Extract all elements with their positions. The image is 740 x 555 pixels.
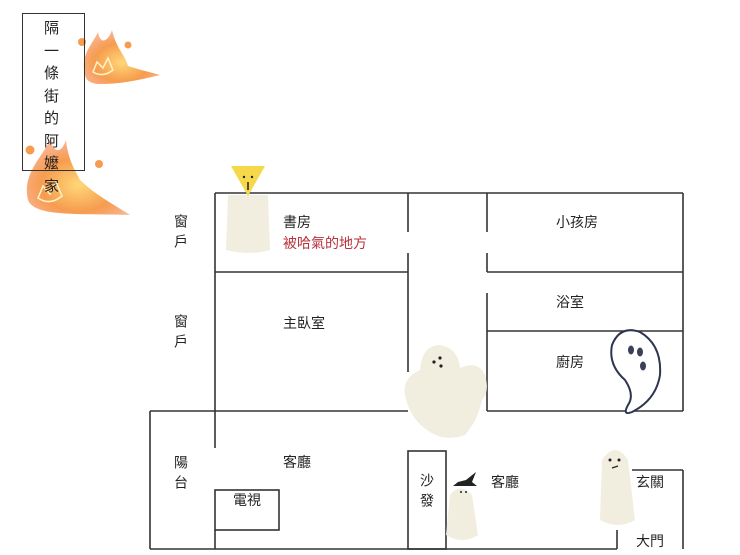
fire-icon — [25, 140, 130, 215]
outlined-ghost-icon — [610, 329, 662, 415]
study-note: 被哈氣的地方 — [283, 236, 367, 252]
tv-label: 電視 — [233, 493, 261, 509]
main-door-label: 大門 — [636, 534, 664, 550]
walls — [149, 192, 684, 550]
kitchen-label: 廚房 — [556, 355, 584, 371]
balcony-label: 陽台 — [172, 455, 188, 495]
witch-ghost-icon — [446, 472, 478, 540]
ghost-icon — [404, 345, 487, 438]
window-label-1: 窗戶 — [172, 214, 188, 254]
title-box — [22, 13, 85, 171]
sofa-label: 沙發 — [418, 473, 434, 513]
living-room-label-right: 客廳 — [491, 475, 519, 491]
kids-room-label: 小孩房 — [556, 215, 598, 231]
master-bedroom-label: 主臥室 — [283, 316, 325, 332]
window-label-2: 窗戶 — [172, 314, 188, 354]
fire-icon — [78, 30, 160, 84]
scream-ghost-icon — [226, 166, 270, 253]
living-room-label-left: 客廳 — [283, 455, 311, 471]
tv-box — [214, 489, 280, 531]
title: 隔一條街的阿嬤家 — [44, 19, 60, 195]
sofa-box — [407, 450, 447, 550]
study-label: 書房 — [283, 215, 311, 231]
ghost-icon — [600, 450, 635, 525]
entryway-label: 玄關 — [636, 475, 664, 491]
bathroom-label: 浴室 — [556, 295, 584, 311]
